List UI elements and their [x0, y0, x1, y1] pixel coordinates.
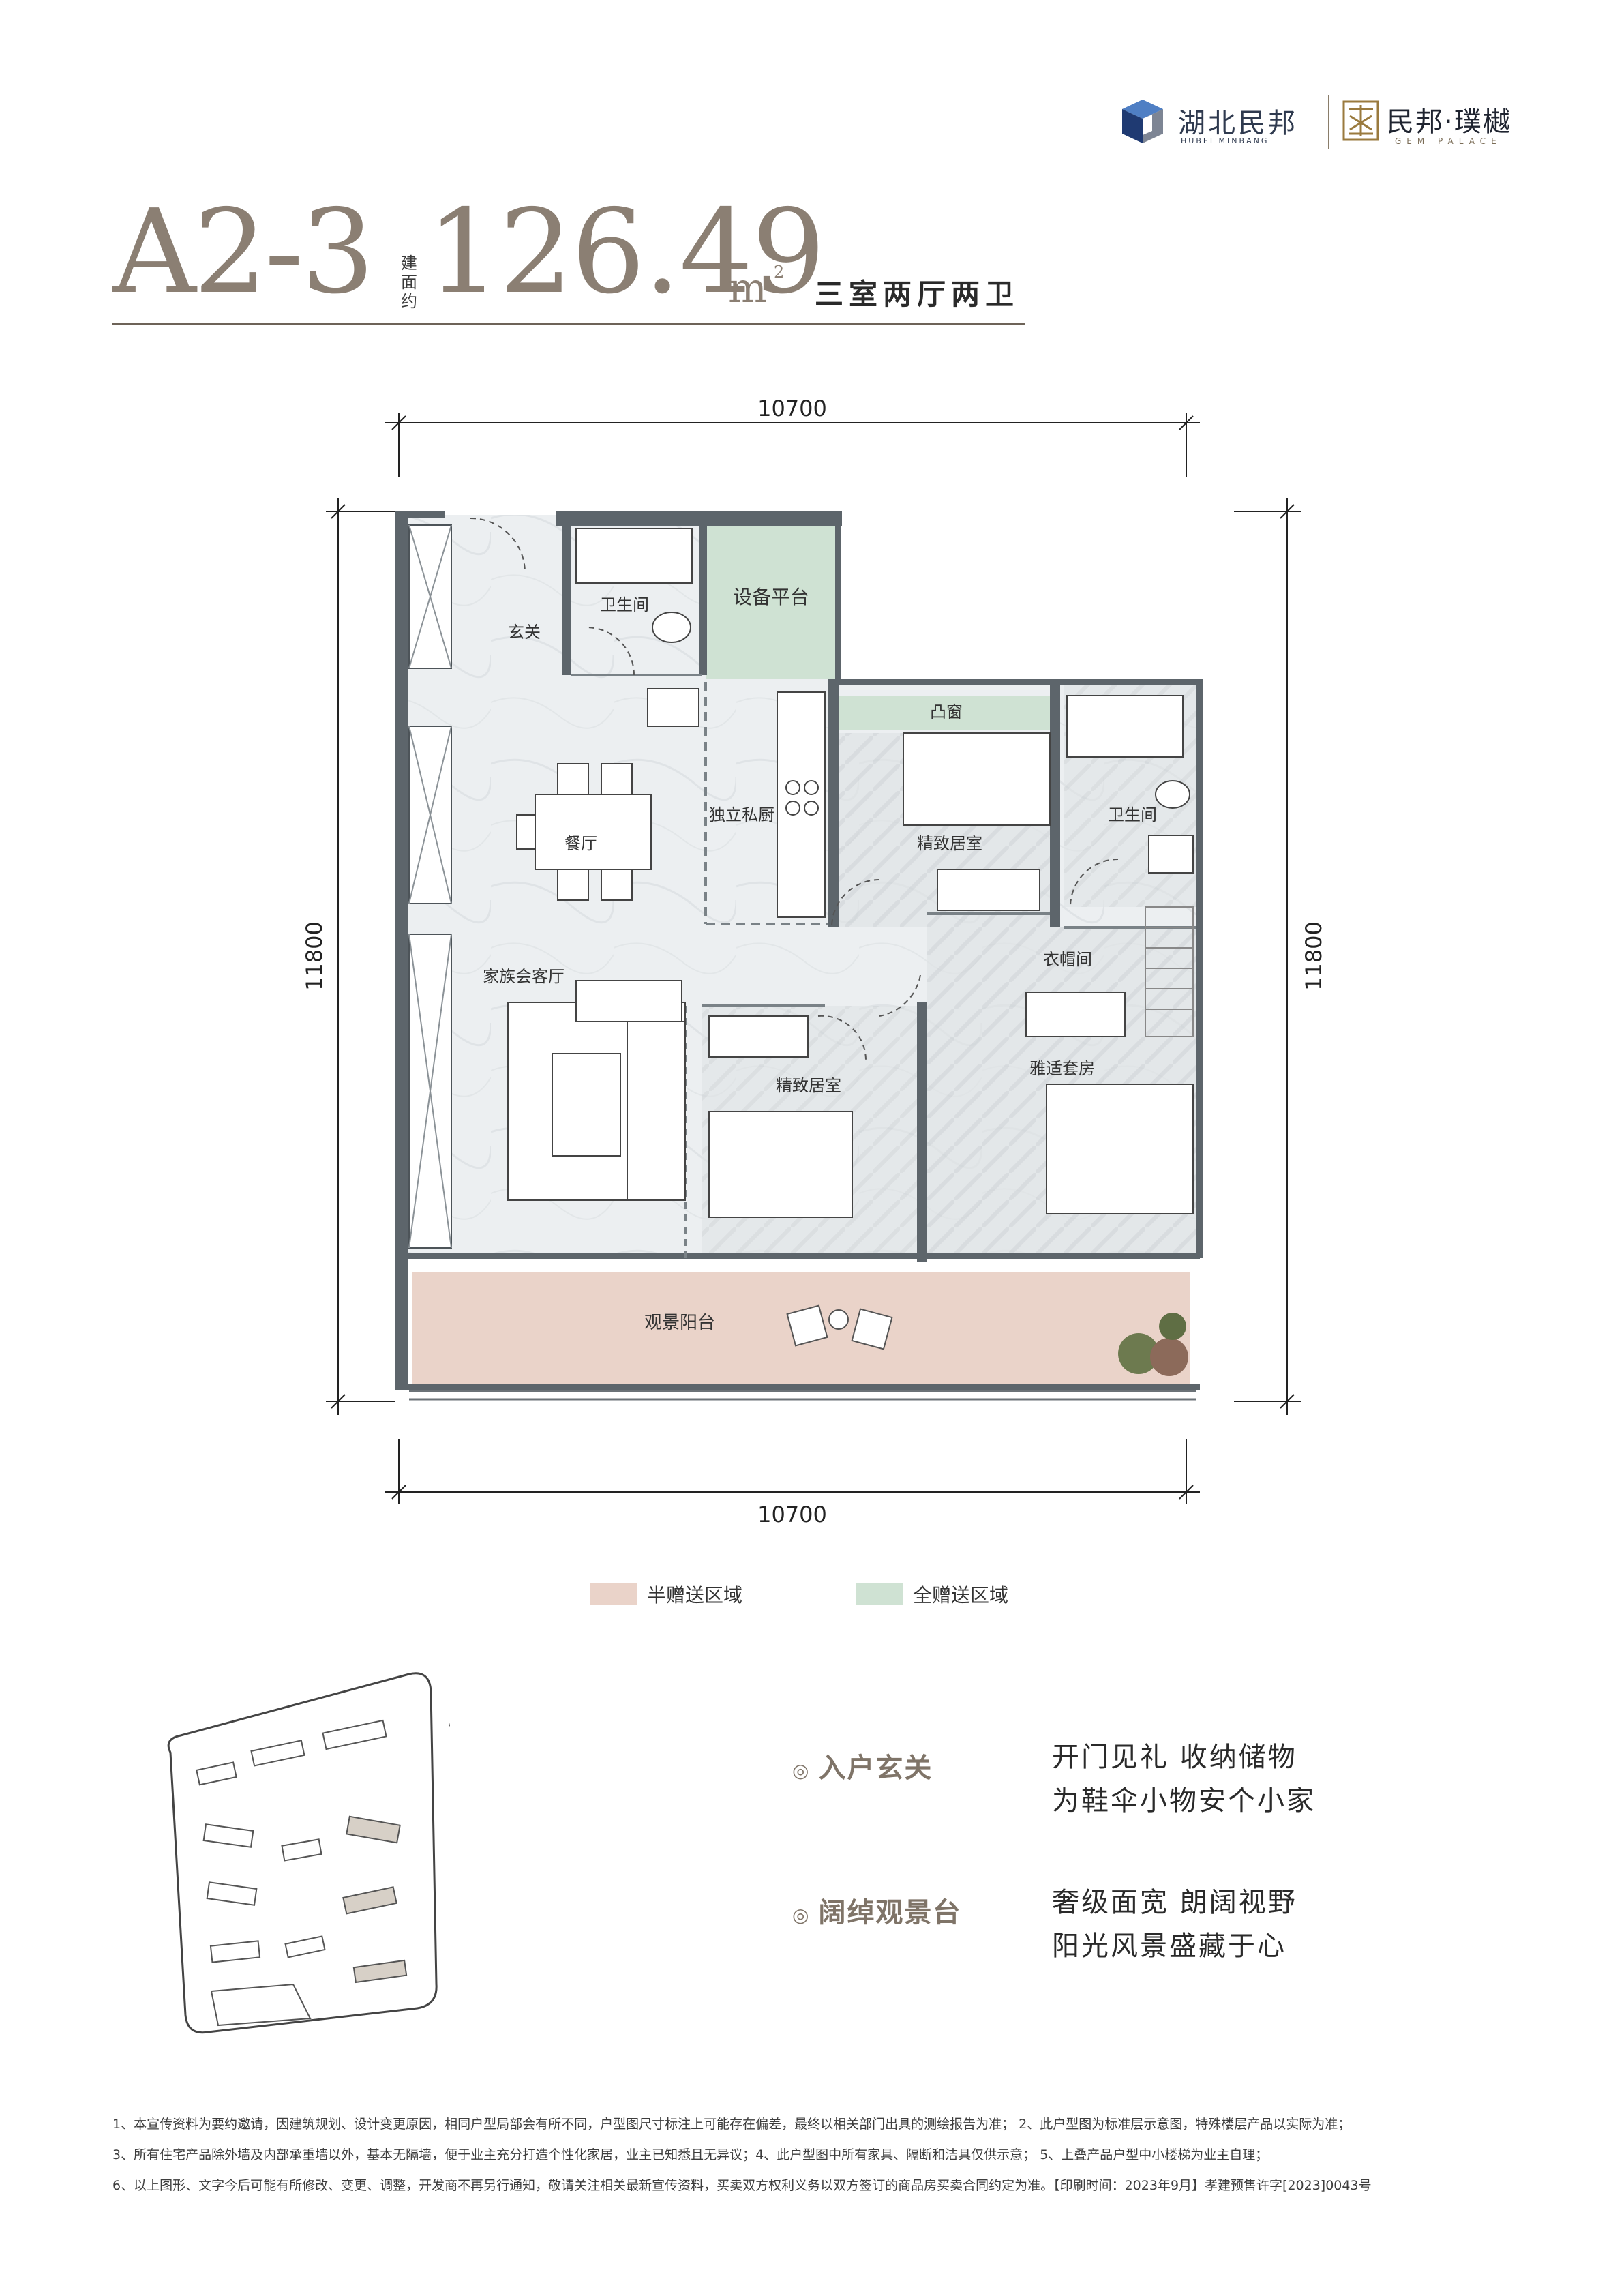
- room-bedroom-south: 精致居室: [776, 1076, 841, 1095]
- left-wall-cabinets: [408, 524, 452, 1249]
- legend-full-gift-label: 全赠送区域: [913, 1584, 1009, 1607]
- room-entry: 玄关: [508, 623, 541, 642]
- feature-entry-title: 入户玄关: [818, 1752, 933, 1784]
- feature-balcony-title: 阔绰观景台: [818, 1896, 962, 1928]
- room-bedroom-north: 精致居室: [917, 834, 982, 853]
- room-bath2: 卫生间: [1108, 805, 1157, 824]
- bath1-fixtures: [575, 528, 699, 727]
- legend-half-gift-swatch: [590, 1583, 637, 1605]
- brand-right-en: GEM PALACE: [1395, 136, 1502, 146]
- feature-entry-line-2: 为鞋伞小物安个小家: [1052, 1785, 1316, 1817]
- bath2-fixtures: [1066, 695, 1194, 874]
- brand-right-name: 民邦·璞樾: [1387, 106, 1511, 138]
- feature-entry-mark-icon: ◎: [792, 1759, 809, 1782]
- floor-plan: 10700 10700 11800 11800: [301, 396, 1327, 1527]
- area-value: 126.49: [427, 185, 826, 320]
- equipment-platform-area: [706, 515, 837, 679]
- room-dining: 餐厅: [564, 834, 597, 853]
- dimension-top-label: 10700: [757, 396, 827, 421]
- room-bath1: 卫生间: [600, 595, 649, 614]
- dimension-left-label: 11800: [301, 921, 327, 991]
- feature-balcony: ◎ 阔绰观景台: [792, 1890, 961, 1930]
- legend-full-gift-swatch: [856, 1583, 903, 1605]
- brand-hubei-minbang: 湖北民邦 HUBEI MINBANG: [1118, 95, 1309, 150]
- unit-code: A2-3: [112, 185, 375, 320]
- closet-shelves: [1145, 906, 1194, 1037]
- dimension-right-label: 11800: [1301, 921, 1327, 991]
- room-kitchen: 独立私厨: [709, 805, 774, 824]
- room-master: 雅适套房: [1029, 1059, 1095, 1078]
- balcony-plants: [1118, 1313, 1188, 1376]
- feature-balcony-line-2: 阳光风景盛藏于心: [1052, 1930, 1286, 1962]
- brand-left-en: HUBEI MINBANG: [1181, 136, 1269, 145]
- layout-type: 三室两厅两卫: [815, 278, 1020, 311]
- brand-left-name: 湖北民邦: [1178, 108, 1298, 139]
- balcony-chairs: [786, 1304, 893, 1350]
- legend-full-gift: 全赠送区域: [856, 1581, 1009, 1607]
- feature-balcony-desc: 奢级面宽 朗阔视野 阳光风景盛藏于心: [1052, 1881, 1297, 1968]
- feature-entry: ◎ 入户玄关: [792, 1746, 933, 1785]
- footnote-1: 1、本宣传资料为要约邀请，因建筑规划、设计变更原因，相同户型局部会有所不同，户型…: [112, 2117, 1351, 2132]
- living-sofa: [507, 980, 686, 1201]
- brand-gem-palace: 民邦·璞樾 GEM PALACE: [1342, 95, 1519, 150]
- kitchen-counter: [777, 691, 826, 918]
- feature-balcony-line-1: 奢级面宽 朗阔视野: [1052, 1887, 1297, 1918]
- bed-north: [903, 732, 1051, 911]
- dimension-left: [326, 498, 395, 1415]
- bed-master: [1025, 992, 1194, 1214]
- brand-separator: [1328, 95, 1329, 149]
- feature-entry-desc: 开门见礼 收纳储物 为鞋伞小物安个小家: [1052, 1735, 1316, 1823]
- title-underline: [112, 323, 1025, 325]
- footnote-3: 6、以上图形、文字今后可能有所修改、变更、调整，开发商不再另行通知，敬请关注相关…: [112, 2178, 1372, 2193]
- bed-south: [708, 1015, 853, 1218]
- room-closet: 衣帽间: [1043, 950, 1092, 969]
- site-map: N: [167, 1672, 450, 2034]
- hubei-minbang-logo-icon: [1122, 100, 1163, 143]
- dimension-top: [385, 413, 1200, 477]
- legend-half-gift-label: 半赠送区域: [647, 1584, 743, 1607]
- area-unit-superscript: 2: [774, 263, 785, 282]
- area-unit: m: [728, 265, 767, 312]
- dimension-bottom-label: 10700: [757, 1502, 827, 1527]
- dimension-right: [1234, 498, 1301, 1415]
- balcony-railing: [409, 1390, 1196, 1401]
- walls: [395, 511, 1203, 1390]
- legend-half-gift: 半赠送区域: [590, 1581, 743, 1607]
- dimension-bottom: [385, 1439, 1200, 1504]
- area-label: 建面约: [401, 254, 417, 311]
- room-bay-window: 凸窗: [930, 702, 963, 721]
- feature-balcony-mark-icon: ◎: [792, 1904, 809, 1926]
- bay-window-area: [837, 696, 1054, 730]
- feature-entry-line-1: 开门见礼 收纳储物: [1052, 1742, 1297, 1773]
- room-equipment-platform: 设备平台: [733, 586, 809, 608]
- gem-palace-seal-icon: [1342, 100, 1379, 141]
- doors: [470, 518, 1119, 1061]
- room-living: 家族会客厅: [483, 967, 564, 986]
- dining-table: [516, 763, 652, 901]
- room-balcony: 观景阳台: [644, 1313, 715, 1333]
- footnote-2: 3、所有住宅产品除外墙及内部承重墙以外，基本无隔墙，便于业主充分打造个性化家居，…: [112, 2147, 1269, 2162]
